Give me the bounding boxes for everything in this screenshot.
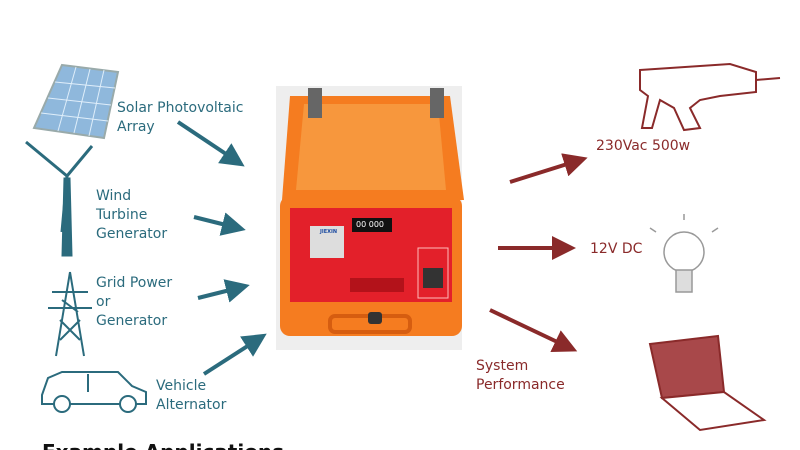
power-pylon-icon bbox=[48, 271, 92, 357]
light-bulb-icon bbox=[649, 214, 719, 293]
grid-label-line2: or bbox=[96, 294, 111, 310]
solar-label: Solar Photovoltaic Array bbox=[117, 99, 243, 137]
solar-label-line1: Solar Photovoltaic bbox=[117, 100, 244, 116]
performance-label-line2: Performance bbox=[476, 377, 565, 393]
wind-label-line1: Wind bbox=[96, 188, 132, 204]
laptop-icon bbox=[648, 334, 767, 432]
output-arrows bbox=[489, 153, 588, 352]
wind-label-line2: Turbine bbox=[96, 207, 148, 223]
device-brand: JIEXIN bbox=[320, 229, 338, 235]
solar-label-line2: Array bbox=[117, 119, 155, 135]
drill-icon bbox=[639, 62, 781, 132]
grid-label: Grid Power or Generator bbox=[96, 274, 172, 331]
vehicle-label: Vehicle Alternator bbox=[156, 377, 226, 415]
input-arrows bbox=[176, 120, 267, 376]
vehicle-label-line2: Alternator bbox=[156, 397, 227, 413]
power-station-device bbox=[276, 86, 464, 350]
grid-label-line3: Generator bbox=[96, 313, 168, 329]
wind-turbine-icon bbox=[25, 140, 94, 257]
performance-label: System Performance bbox=[476, 357, 565, 395]
wind-label-line3: Generator bbox=[96, 226, 168, 242]
vehicle-label-line1: Vehicle bbox=[156, 378, 207, 394]
solar-panel-icon bbox=[32, 63, 120, 140]
footer-heading: Example Applications bbox=[42, 440, 284, 450]
wind-label: Wind Turbine Generator bbox=[96, 187, 167, 244]
dc-output-label: 12V DC bbox=[590, 241, 643, 257]
car-icon bbox=[41, 371, 147, 413]
device-display: 00 000 bbox=[356, 220, 384, 229]
ac-output-label: 230Vac 500w bbox=[596, 138, 691, 154]
grid-label-line1: Grid Power bbox=[96, 275, 173, 291]
performance-label-line1: System bbox=[476, 358, 529, 374]
